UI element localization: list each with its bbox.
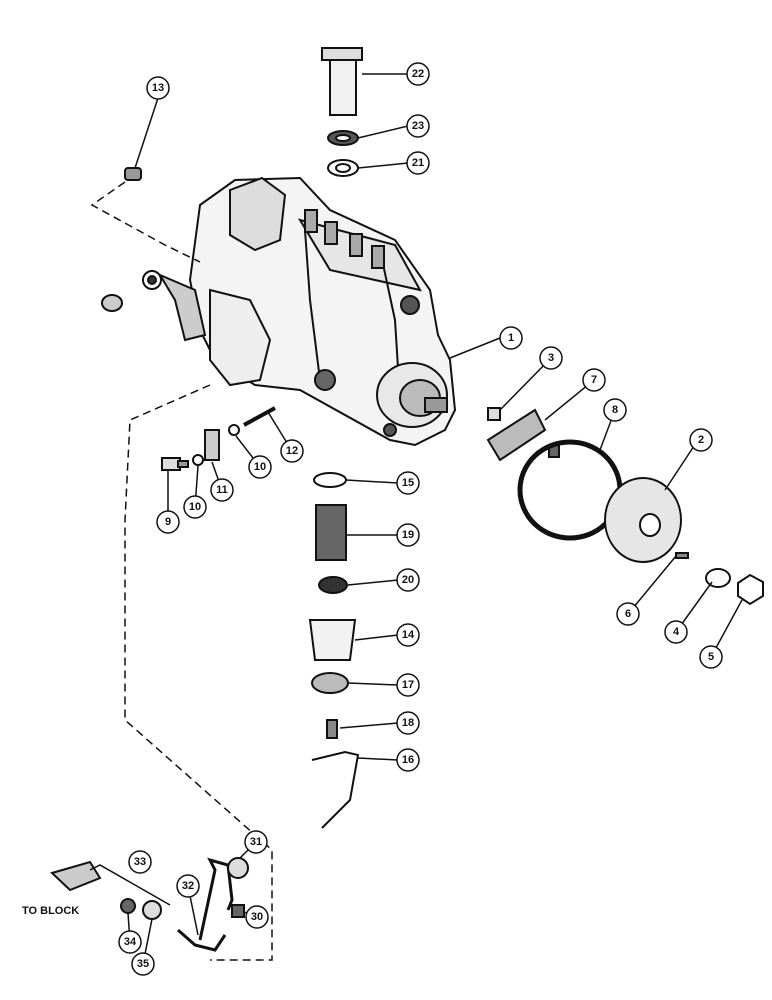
callout-11-label: 11: [216, 484, 228, 496]
callout-9: 9: [156, 510, 180, 534]
callout-5-circle: [699, 645, 723, 669]
callout-12-circle: [280, 439, 304, 463]
callout-31-label: 31: [250, 836, 262, 848]
callout-1-label: 1: [508, 332, 514, 344]
callout-8-label: 8: [612, 404, 618, 416]
callout-30-circle: [245, 905, 269, 929]
callout-33: 33: [128, 850, 152, 874]
callout-17-circle: [396, 673, 420, 697]
callout-21-label: 21: [412, 157, 424, 169]
callout-2: 2: [689, 428, 713, 452]
callout-18: 18: [396, 711, 420, 735]
callout-31: 31: [244, 830, 268, 854]
callouts: 1234567891010111213141516171819202122233…: [118, 62, 723, 976]
callout-18-label: 18: [402, 717, 414, 729]
callout-10a-label: 10: [189, 501, 201, 513]
callout-16-circle: [396, 748, 420, 772]
callout-20-circle: [396, 568, 420, 592]
callout-3-circle: [539, 346, 563, 370]
dashed-routing: [90, 181, 273, 961]
callout-13: 13: [146, 76, 170, 100]
callout-10a-circle: [183, 495, 207, 519]
callout-30-label: 30: [251, 911, 263, 923]
callout-6-circle: [616, 602, 640, 626]
leader-lines: [89, 73, 743, 965]
callout-34: 34: [118, 930, 142, 954]
callout-30: 30: [245, 905, 269, 929]
callout-23: 23: [406, 114, 430, 138]
callout-6: 6: [616, 602, 640, 626]
callout-35: 35: [131, 952, 155, 976]
callout-13-label: 13: [152, 82, 164, 94]
callout-12: 12: [280, 439, 304, 463]
callout-22-circle: [406, 62, 430, 86]
callout-17: 17: [396, 673, 420, 697]
callout-3-label: 3: [548, 352, 554, 364]
callout-14-label: 14: [402, 629, 415, 641]
callout-2-circle: [689, 428, 713, 452]
callout-10b-label: 10: [254, 461, 266, 473]
callout-5: 5: [699, 645, 723, 669]
callout-12-label: 12: [286, 445, 298, 457]
callout-22-label: 22: [412, 68, 424, 80]
callout-9-label: 9: [165, 516, 171, 528]
callout-1-circle: [499, 326, 523, 350]
callout-6-label: 6: [625, 608, 631, 620]
callout-20: 20: [396, 568, 420, 592]
callout-7-label: 7: [591, 374, 597, 386]
callout-21-circle: [406, 151, 430, 175]
callout-35-circle: [131, 952, 155, 976]
callout-19-label: 19: [402, 529, 414, 541]
callout-3: 3: [539, 346, 563, 370]
callout-19-circle: [396, 523, 420, 547]
callout-17-label: 17: [402, 679, 414, 691]
callout-7: 7: [582, 368, 606, 392]
callout-16-label: 16: [402, 754, 414, 766]
callout-1: 1: [499, 326, 523, 350]
callout-4-circle: [664, 620, 688, 644]
callout-23-label: 23: [412, 120, 424, 132]
callout-15-label: 15: [402, 477, 414, 489]
callout-34-circle: [118, 930, 142, 954]
callout-35-label: 35: [137, 958, 149, 970]
callout-5-label: 5: [708, 651, 714, 663]
callout-15-circle: [396, 471, 420, 495]
callout-21: 21: [406, 151, 430, 175]
callout-4: 4: [664, 620, 688, 644]
callout-16: 16: [396, 748, 420, 772]
callout-23-circle: [406, 114, 430, 138]
callout-19: 19: [396, 523, 420, 547]
callout-9-circle: [156, 510, 180, 534]
callout-11: 11: [210, 478, 234, 502]
callout-8-circle: [603, 398, 627, 422]
callout-13-circle: [146, 76, 170, 100]
callout-7-circle: [582, 368, 606, 392]
callout-11-circle: [210, 478, 234, 502]
callout-31-circle: [244, 830, 268, 854]
callout-32-circle: [176, 874, 200, 898]
callout-34-label: 34: [124, 936, 137, 948]
callout-2-label: 2: [698, 434, 704, 446]
to-block-note: TO BLOCK: [22, 905, 79, 917]
callout-32: 32: [176, 874, 200, 898]
callout-14: 14: [396, 623, 420, 647]
callout-33-label: 33: [134, 856, 146, 868]
callout-22: 22: [406, 62, 430, 86]
callout-33-circle: [128, 850, 152, 874]
callout-32-label: 32: [182, 880, 194, 892]
callout-14-circle: [396, 623, 420, 647]
callout-8: 8: [603, 398, 627, 422]
callout-10a: 10: [183, 495, 207, 519]
loose-parts: [50, 47, 764, 952]
callout-18-circle: [396, 711, 420, 735]
callout-15: 15: [396, 471, 420, 495]
callout-4-label: 4: [673, 626, 680, 638]
callout-10b: 10: [248, 455, 272, 479]
injection-pump-body: [157, 176, 457, 447]
callout-10b-circle: [248, 455, 272, 479]
callout-20-label: 20: [402, 574, 414, 586]
